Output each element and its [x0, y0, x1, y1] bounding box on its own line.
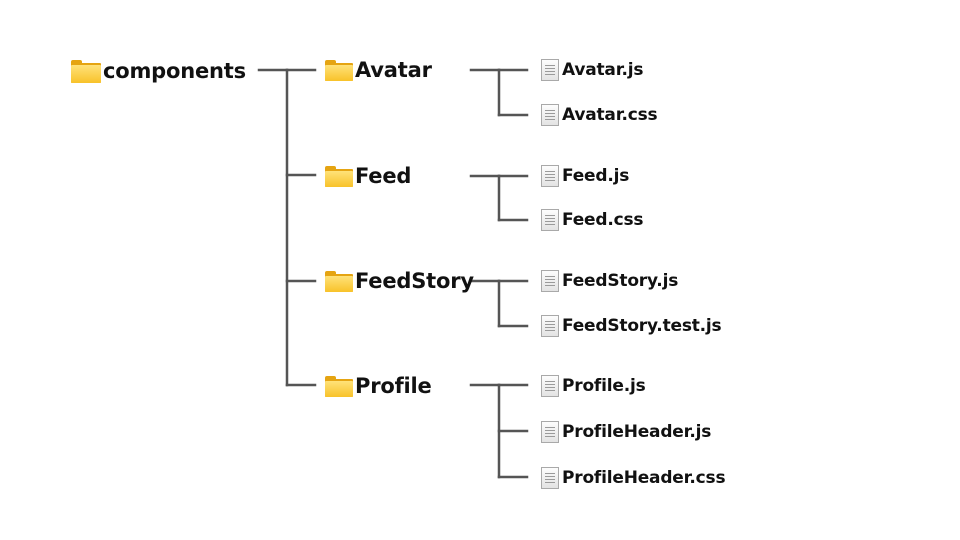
file-profile-js: Profile.js	[541, 372, 646, 400]
folder-icon	[325, 58, 353, 82]
file-avatar-css: Avatar.css	[541, 101, 658, 129]
file-avatar-js: Avatar.js	[541, 56, 643, 84]
file-icon	[541, 270, 559, 292]
root-folder-label: components	[103, 59, 246, 83]
file-label: FeedStory.js	[562, 271, 679, 291]
folder-feed: Feed	[325, 162, 411, 190]
file-label: ProfileHeader.css	[562, 468, 726, 488]
folder-icon	[325, 164, 353, 188]
file-icon	[541, 209, 559, 231]
folder-feedstory: FeedStory	[325, 267, 474, 295]
file-feedstory-test-js: FeedStory.test.js	[541, 312, 722, 340]
file-label: Feed.css	[562, 210, 644, 230]
folder-profile: Profile	[325, 372, 432, 400]
folder-label: Profile	[355, 374, 432, 398]
file-label: Avatar.js	[562, 60, 644, 80]
file-icon	[541, 467, 559, 489]
file-profileheader-js: ProfileHeader.js	[541, 418, 711, 446]
folder-label: FeedStory	[355, 269, 474, 293]
folder-icon	[325, 374, 353, 398]
file-feedstory-js: FeedStory.js	[541, 267, 678, 295]
folder-icon	[71, 58, 101, 84]
file-label: Feed.js	[562, 166, 630, 186]
file-icon	[541, 375, 559, 397]
root-folder: components	[71, 57, 246, 85]
file-label: ProfileHeader.js	[562, 422, 712, 442]
file-label: Profile.js	[562, 376, 646, 396]
file-feed-css: Feed.css	[541, 206, 644, 234]
file-profileheader-css: ProfileHeader.css	[541, 464, 726, 492]
file-icon	[541, 59, 559, 81]
folder-avatar: Avatar	[325, 56, 432, 84]
file-label: Avatar.css	[562, 105, 658, 125]
file-feed-js: Feed.js	[541, 162, 629, 190]
folder-icon	[325, 269, 353, 293]
file-icon	[541, 315, 559, 337]
file-icon	[541, 104, 559, 126]
file-label: FeedStory.test.js	[562, 316, 722, 336]
file-icon	[541, 421, 559, 443]
folder-label: Feed	[355, 164, 412, 188]
folder-label: Avatar	[355, 58, 432, 82]
file-icon	[541, 165, 559, 187]
